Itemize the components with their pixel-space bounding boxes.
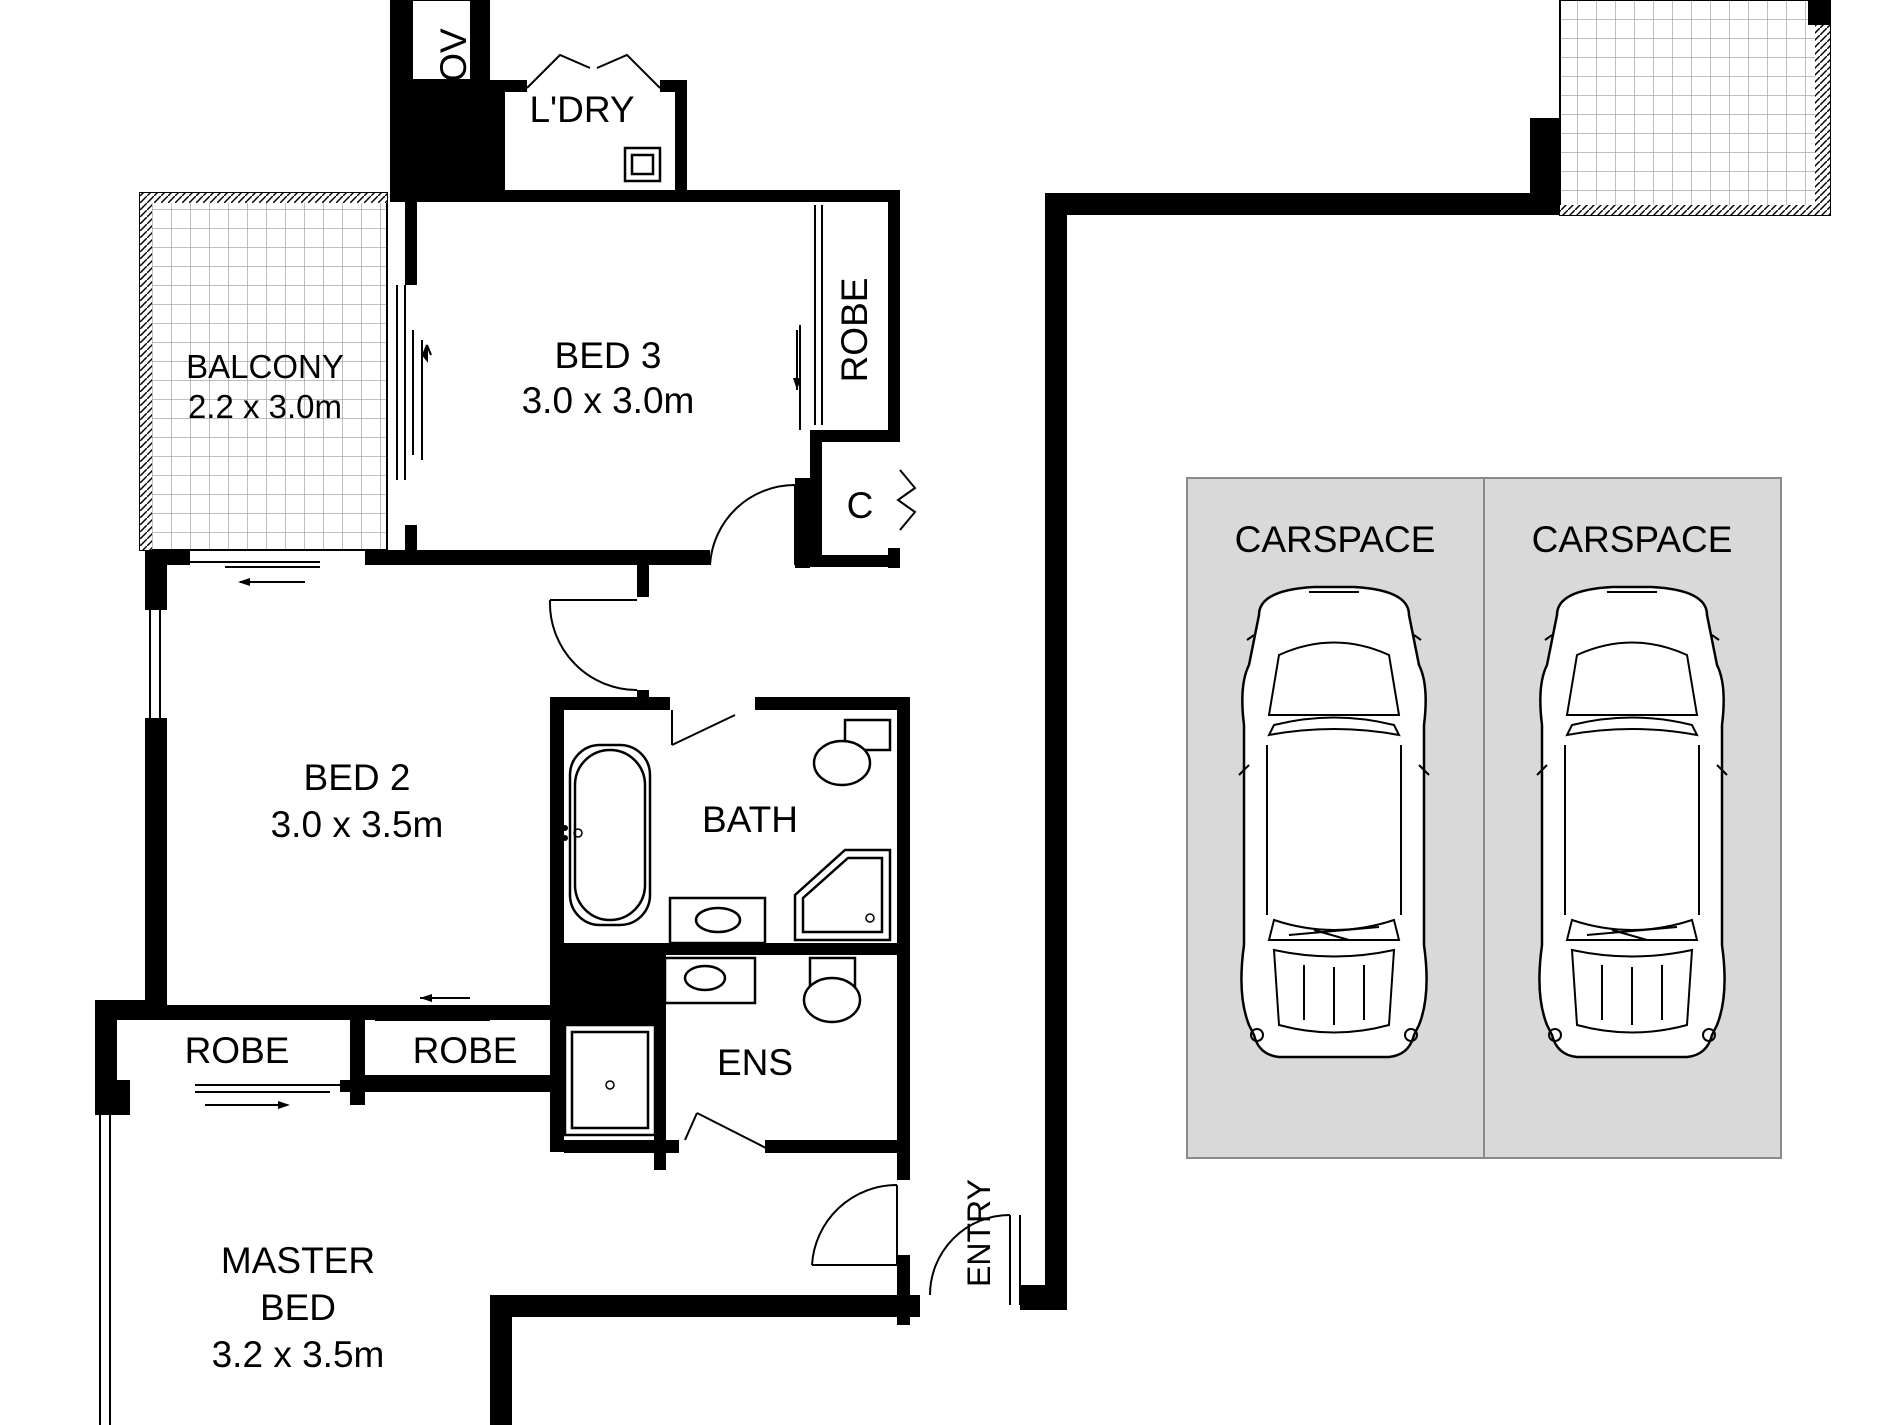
carspace-1-label: CARSPACE xyxy=(1235,519,1436,560)
balcony-size: 2.2 x 3.0m xyxy=(188,388,342,425)
balcony-name: BALCONY xyxy=(186,348,344,385)
shower-icon xyxy=(793,848,892,942)
robe-right-label: ROBE xyxy=(413,1030,518,1071)
balcony-hatch-top xyxy=(140,193,387,203)
bed3-robe-label: ROBE xyxy=(834,278,875,383)
basin-icon xyxy=(668,896,767,945)
walls xyxy=(95,0,1830,1425)
bed2-name: BED 2 xyxy=(304,757,411,798)
bed2-size: 3.0 x 3.5m xyxy=(271,804,444,845)
ensuite-label: ENS xyxy=(717,1042,793,1083)
entry-label: ENTRY xyxy=(961,1179,997,1287)
bathroom-fixtures xyxy=(562,718,892,1137)
car-icon xyxy=(1237,585,1431,1059)
carspace-2-label: CARSPACE xyxy=(1532,519,1733,560)
toilet-icon xyxy=(812,718,892,787)
shower-icon xyxy=(563,1023,657,1137)
door-and-window-lines xyxy=(99,0,1021,1425)
robe-left-label: ROBE xyxy=(185,1030,290,1071)
upper-right-terrace-tiles xyxy=(1559,0,1831,216)
balcony-hatch-left xyxy=(140,193,152,550)
terrace-hatch-right xyxy=(1815,0,1830,215)
master-name-line1: MASTER xyxy=(221,1240,375,1281)
bed3-size: 3.0 x 3.0m xyxy=(522,380,695,421)
laundry-label: L'DRY xyxy=(529,89,634,130)
master-size: 3.2 x 3.5m xyxy=(212,1334,385,1375)
terrace-hatch-bottom xyxy=(1560,205,1830,215)
master-name-line2: BED xyxy=(260,1287,336,1328)
sliding-door-arrow-icon xyxy=(421,344,432,363)
bath-label: BATH xyxy=(702,799,798,840)
toilet-icon xyxy=(802,956,862,1024)
oven-label: OV xyxy=(433,28,474,82)
cupboard-label: C xyxy=(847,485,874,526)
bed3-name: BED 3 xyxy=(555,335,662,376)
car-icon xyxy=(1535,585,1729,1059)
basin-icon xyxy=(663,956,757,1005)
